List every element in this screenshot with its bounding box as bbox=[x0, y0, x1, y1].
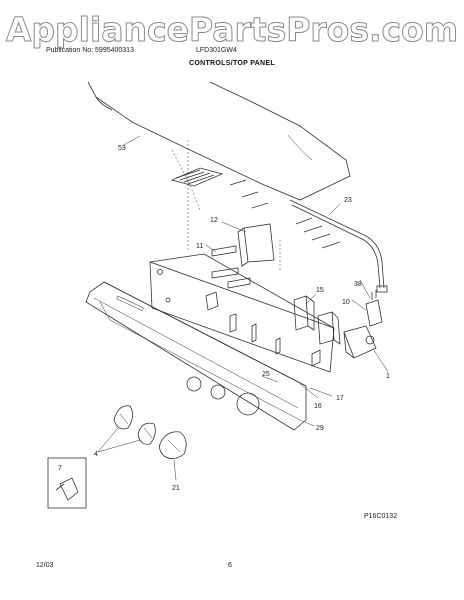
callout-1: 1 bbox=[386, 373, 390, 380]
relay-part bbox=[365, 290, 383, 327]
switch-part bbox=[293, 295, 315, 331]
knob-part-right bbox=[137, 422, 156, 445]
top-panel-part bbox=[87, 81, 351, 201]
callout-23: 23 bbox=[344, 197, 352, 204]
callout-11: 11 bbox=[196, 243, 203, 250]
footer-date: 12/03 bbox=[36, 562, 54, 569]
console-front-part bbox=[85, 281, 307, 431]
knob-part-left bbox=[113, 405, 133, 430]
top-panel-front-edge bbox=[95, 96, 113, 111]
wire-harness-part bbox=[289, 199, 388, 293]
callout-4: 4 bbox=[94, 451, 98, 458]
footer-page-number: 6 bbox=[228, 562, 232, 569]
callout-10: 10 bbox=[342, 299, 350, 306]
timer-part bbox=[343, 325, 377, 359]
model-number: LFD301GW4 bbox=[196, 47, 237, 54]
control-panel-board bbox=[149, 253, 335, 373]
top-panel-connector bbox=[170, 167, 224, 187]
callout-12: 12 bbox=[210, 217, 218, 224]
callout-53: 53 bbox=[118, 145, 126, 152]
callout-7: 7 bbox=[58, 465, 62, 472]
callout-38: 38 bbox=[354, 281, 362, 288]
section-title: CONTROLS/TOP PANEL bbox=[189, 60, 275, 67]
top-panel-terminals bbox=[229, 179, 269, 209]
bracket-part bbox=[237, 223, 275, 267]
callout-16: 16 bbox=[314, 403, 322, 410]
callout-25: 25 bbox=[262, 371, 270, 378]
publication-number: Publication No: 5995400313 bbox=[46, 47, 134, 54]
callout-21: 21 bbox=[172, 485, 180, 492]
callout-17: 17 bbox=[336, 395, 344, 402]
callout-15: 15 bbox=[316, 287, 324, 294]
figure-code: P16C0132 bbox=[364, 513, 397, 520]
mounting-clips-part bbox=[211, 245, 251, 289]
inset-part bbox=[55, 477, 79, 501]
top-panel-seam bbox=[287, 134, 313, 161]
selector-switch-part bbox=[317, 311, 341, 345]
timer-knob-part bbox=[159, 431, 187, 459]
site-watermark: AppliancePartsPros.com bbox=[5, 10, 459, 50]
inset-frame bbox=[47, 457, 87, 509]
callout-29: 29 bbox=[316, 425, 324, 432]
